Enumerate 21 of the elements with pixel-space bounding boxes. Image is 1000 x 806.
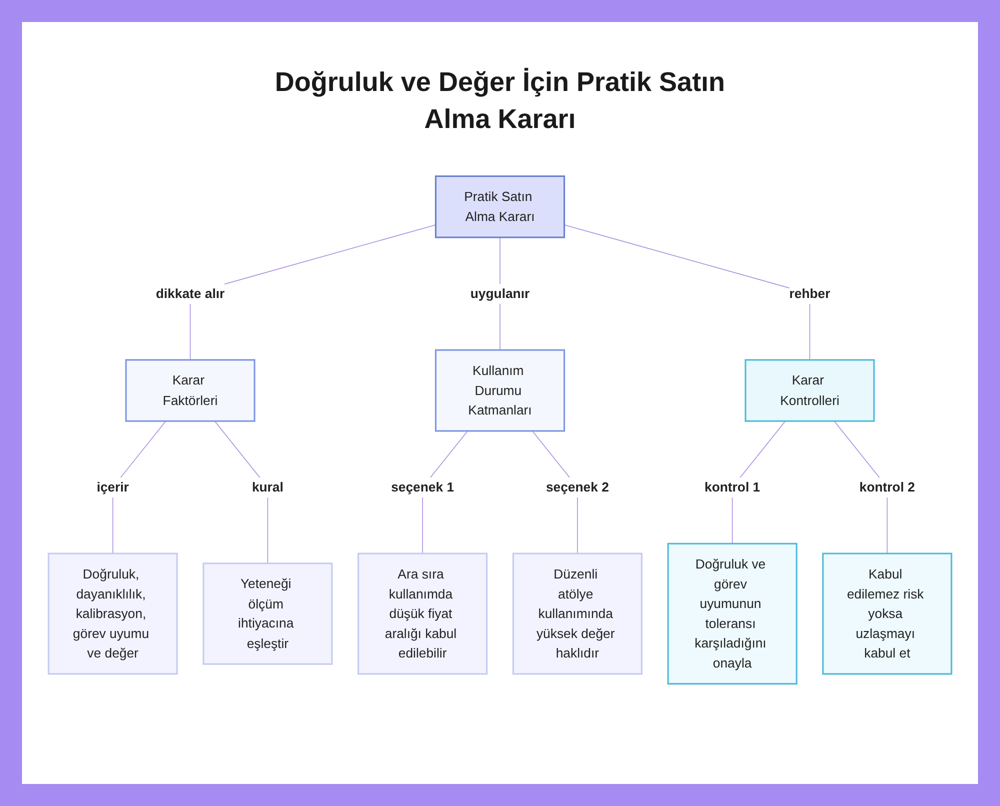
edge-label: uygulanır	[470, 286, 530, 301]
node-box: Yeteneği ölçüm ihtiyacına eşleştir	[202, 562, 333, 665]
node-box: Ara sıra kullanımda düşük fiyat aralığı kabul edilebilir	[358, 552, 488, 675]
edge-label: kontrol 2	[859, 480, 915, 494]
node-box: Düzenli atölye kullanımında yüksek değer haklıdır	[512, 552, 642, 675]
node-box: Doğruluk, dayanıklılık, kalibrasyon, görev uyumu ve değer	[48, 552, 178, 675]
node-box: Doğruluk ve görev uyumunun toleransı karşıladığını onayla	[667, 542, 798, 685]
edge-label: seçenek 2	[546, 480, 609, 494]
node-box: Karar Kontrolleri	[744, 359, 875, 422]
node-box: Pratik Satın Alma Kararı	[434, 175, 566, 238]
edge-label: kural	[252, 480, 284, 494]
edge-label: içerir	[96, 480, 129, 494]
diagram-title: Doğruluk ve Değer İçin Pratik Satın Alma Kararı	[274, 66, 726, 136]
edge-label: rehber	[789, 286, 830, 301]
edge-label: dikkate alır	[156, 286, 225, 301]
node-box: Karar Faktörleri	[125, 359, 256, 422]
node-box: Kullanım Durumu Katmanları	[434, 349, 566, 432]
edge-label: kontrol 1	[704, 480, 760, 494]
node-box: Kabul edilemez risk yoksa uzlaşmayı kabul et	[822, 552, 952, 675]
edge-label: seçenek 1	[391, 480, 454, 494]
connector	[564, 224, 810, 360]
